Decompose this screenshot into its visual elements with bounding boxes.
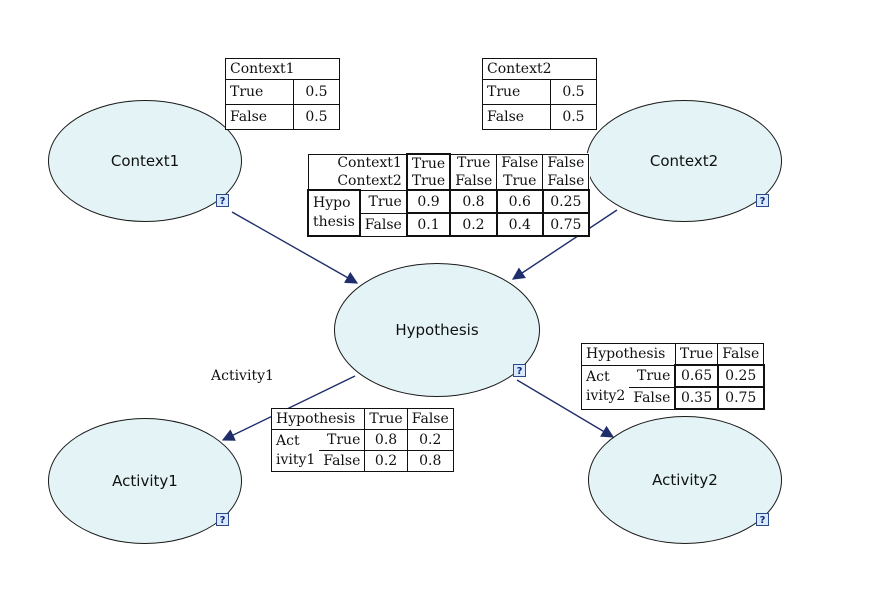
node-activity1-label: Activity1: [112, 472, 178, 490]
cpt-state: True: [319, 429, 366, 451]
help-icon[interactable]: ?: [756, 194, 769, 207]
cpt-state: False: [319, 450, 366, 472]
cpt-context1: Context1 True 0.5 False 0.5: [225, 58, 341, 130]
cpt-state: False: [482, 104, 551, 130]
cpt-value: 0.75: [541, 212, 590, 237]
cpt-col-header: True: [405, 153, 452, 172]
node-context1[interactable]: Context1: [48, 100, 242, 222]
activity1-annotation: Activity1: [211, 368, 274, 384]
cpt-col-header: True: [364, 408, 408, 430]
cpt-value: 0.2: [449, 212, 498, 237]
cpt-value: 0.2: [364, 450, 408, 472]
cpt-value: 0.5: [292, 79, 341, 105]
cpt-variable-bottom: ivity2: [586, 388, 626, 404]
cpt-variable-top: Act: [586, 369, 610, 385]
cpt-variable-top: Act: [276, 432, 300, 449]
edge-hypothesis-activity2: [516, 379, 615, 438]
cpt-variable-label: Act ivity1: [271, 429, 320, 472]
cpt-context2: Context2 True 0.5 False 0.5: [482, 58, 598, 130]
cpt-value: 0.2: [406, 429, 454, 451]
node-context2[interactable]: Context2: [586, 100, 782, 222]
cpt-col-header: True: [405, 172, 452, 191]
edge-context1-hypothesis: [231, 211, 359, 284]
edge-context2-hypothesis: [511, 209, 618, 280]
cpt-value: 0.4: [495, 212, 544, 237]
cpt-col-header: False: [717, 343, 765, 366]
cpt-parent-label: Hypothesis: [581, 343, 676, 366]
cpt-col-header: True: [449, 153, 498, 172]
cpt-col-header: False: [496, 153, 544, 172]
cpt-header: Context1: [225, 58, 340, 80]
cpt-parent-label: Context2: [307, 172, 408, 191]
cpt-value: 0.5: [292, 104, 341, 130]
node-context2-label: Context2: [649, 152, 719, 170]
cpt-value: 0.25: [716, 364, 765, 388]
cpt-parent-label: Context1: [307, 153, 408, 172]
cpt-value: 0.25: [541, 189, 590, 214]
cpt-col-header: False: [542, 172, 590, 191]
cpt-col-header: False: [406, 408, 454, 430]
cpt-value: 0.35: [674, 386, 719, 410]
node-hypothesis[interactable]: Hypothesis: [334, 263, 540, 397]
cpt-col-header: False: [449, 172, 498, 191]
cpt-value: 0.5: [549, 79, 598, 105]
cpt-state: True: [225, 79, 294, 105]
cpt-state: False: [629, 386, 676, 410]
cpt-state: True: [359, 189, 408, 214]
cpt-variable-label: Hypo thesis: [307, 189, 361, 237]
cpt-variable-label: Act ivity2: [581, 364, 630, 410]
cpt-parent-label: Hypothesis: [270, 408, 366, 430]
cpt-value: 0.65: [674, 364, 719, 388]
node-activity1[interactable]: Activity1: [48, 418, 242, 544]
cpt-variable-top: Hypo: [313, 195, 351, 211]
cpt-variable-bottom: ivity1: [276, 451, 316, 468]
cpt-value: 0.1: [405, 212, 452, 237]
cpt-col-header: False: [542, 153, 590, 172]
cpt-activity2: Hypothesis True False Act ivity2 True 0.…: [581, 343, 765, 410]
cpt-value: 0.75: [716, 386, 765, 410]
cpt-hypothesis: Context1 True True False False Context2 …: [307, 153, 590, 237]
help-icon[interactable]: ?: [216, 194, 229, 207]
cpt-value: 0.8: [449, 189, 498, 214]
cpt-variable-bottom: thesis: [313, 214, 355, 230]
node-context1-label: Context1: [110, 152, 180, 170]
help-icon[interactable]: ?: [216, 513, 229, 526]
node-activity2-label: Activity2: [652, 471, 718, 489]
node-activity2[interactable]: Activity2: [588, 416, 782, 544]
cpt-col-header: True: [674, 343, 719, 366]
cpt-col-header: True: [496, 172, 544, 191]
cpt-header: Context2: [482, 58, 597, 80]
help-icon[interactable]: ?: [756, 513, 769, 526]
node-hypothesis-label: Hypothesis: [395, 321, 479, 339]
cpt-state: True: [482, 79, 551, 105]
cpt-value: 0.8: [406, 450, 454, 472]
cpt-state: True: [629, 364, 676, 388]
help-icon[interactable]: ?: [513, 364, 526, 377]
cpt-value: 0.8: [364, 429, 408, 451]
cpt-state: False: [225, 104, 294, 130]
cpt-value: 0.9: [405, 189, 452, 214]
cpt-value: 0.6: [495, 189, 544, 214]
cpt-state: False: [359, 212, 408, 237]
cpt-activity1: Hypothesis True False Act ivity1 True 0.…: [270, 408, 454, 472]
cpt-value: 0.5: [549, 104, 598, 130]
